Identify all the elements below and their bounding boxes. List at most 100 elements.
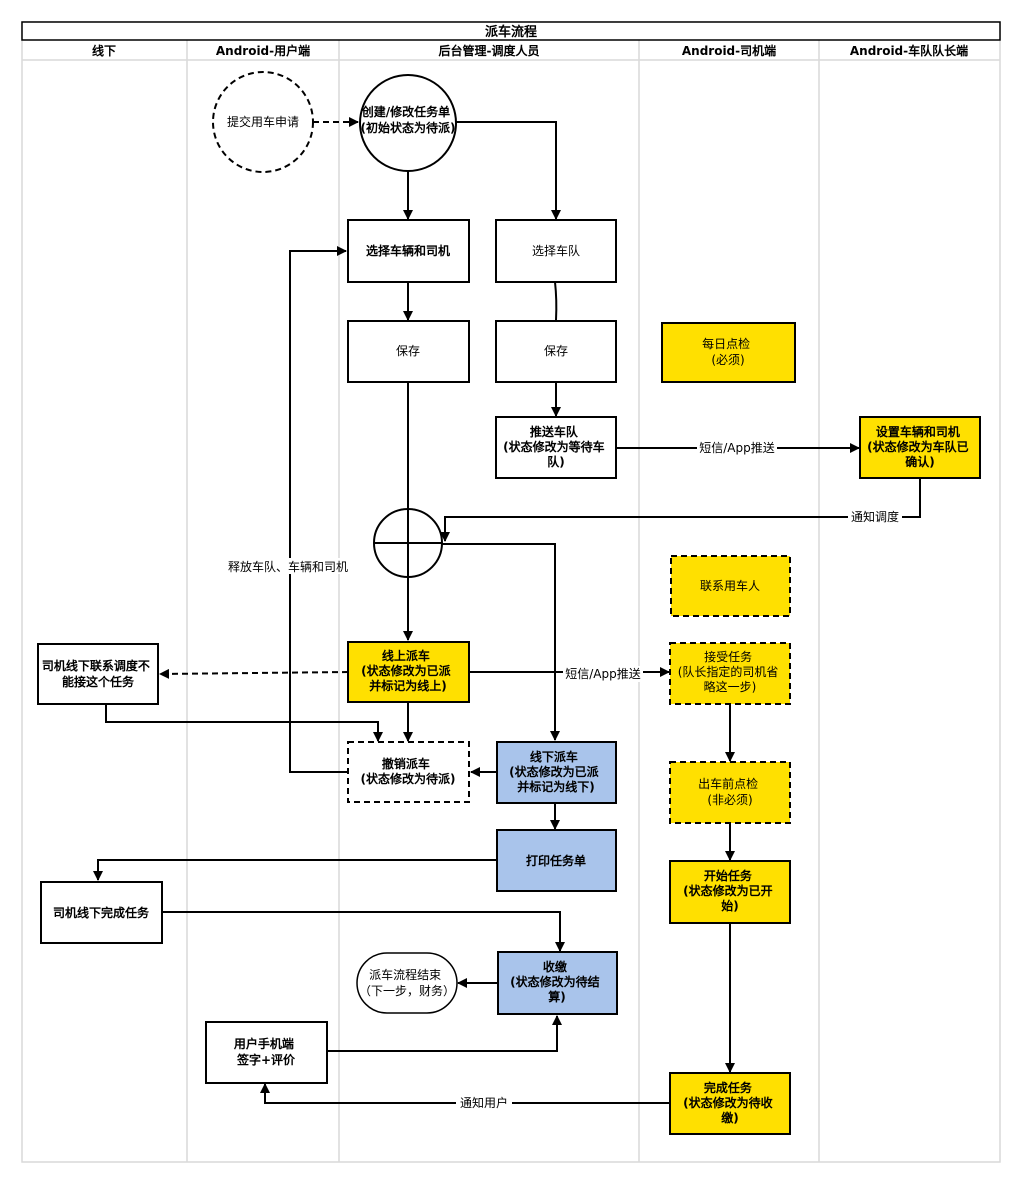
- node-pre-check-line1: 出车前点检: [698, 776, 758, 791]
- node-daily-check-line1: 每日点检: [702, 336, 750, 351]
- svg-text:选择车辆和司机: 选择车辆和司机: [366, 243, 450, 258]
- node-accept-task: 接受任务 (队长指定的司机省 略这一步): [669, 642, 791, 705]
- edge-label-sms-push-1: 短信/App推送: [699, 440, 775, 455]
- svg-text:打印任务单: 打印任务单: [526, 853, 586, 868]
- node-user-sign-line2: 签字+评价: [236, 1052, 296, 1067]
- svg-text:设置车辆和司机 (状态修改为车队已: 设置车辆和司机 (状态修改为车队已 确认): [867, 424, 973, 469]
- node-cancel-dispatch: 撤销派车 (状态修改为待派): [347, 741, 470, 803]
- node-set-vd-line3: 确认): [905, 454, 935, 469]
- svg-text:出车前点检 (非必须): 出车前点检 (非必须): [698, 776, 762, 807]
- node-start-task-line1: 开始任务: [704, 868, 753, 883]
- edge-label-sms-push-2: 短信/App推送: [565, 666, 641, 681]
- node-user-sign: 用户手机端 签字+评价: [205, 1021, 328, 1084]
- svg-text:保存: 保存: [544, 344, 568, 358]
- node-collect: 收缴 (状态修改为待结 算): [497, 951, 618, 1015]
- svg-text:联系用车人: 联系用车人: [700, 578, 760, 593]
- node-complete-task-line2: (状态修改为待收: [683, 1095, 773, 1110]
- edge-labels: 短信/App推送 通知调度 释放车队、车辆和司机 短信/App推送 通知用户: [226, 439, 902, 1110]
- node-online-dispatch: 线上派车 (状态修改为已派 并标记为线上): [347, 641, 470, 703]
- node-accept-task-line3: 略这一步): [704, 679, 757, 694]
- svg-text:推送车队 (状态修改为等待车 队): 推送车队 (状态修改为等待车 队): [503, 424, 609, 469]
- swimlane-frame: [21, 21, 1001, 1163]
- node-driver-done-line1: 司机线下完成任务: [53, 905, 150, 920]
- node-create-line1: 创建/修改任务单: [361, 104, 450, 119]
- node-contact-user-line1: 联系用车人: [700, 578, 760, 593]
- node-save-2: 保存: [495, 320, 617, 383]
- svg-text:完成任务 (状态修改为待收 缴): 完成任务 (状态修改为待收 缴): [683, 1080, 777, 1125]
- node-daily-check-line2: (必须): [711, 353, 744, 367]
- edge-online-to-driver-contact: [159, 668, 349, 679]
- node-cancel-dispatch-line2: (状态修改为待派): [361, 771, 456, 786]
- node-driver-contact-line2: 能接这个任务: [62, 674, 135, 689]
- svg-text:收缴 (状态修改为待结 算): 收缴 (状态修改为待结 算): [510, 959, 604, 1004]
- edge-release-resources: [289, 246, 348, 773]
- node-offline-dispatch-line1: 线下派车: [530, 749, 578, 764]
- node-offline-dispatch: 线下派车 (状态修改为已派 并标记为线下): [496, 741, 617, 804]
- node-flow-end-line2: （下一步，财务）: [359, 983, 455, 998]
- svg-text:司机线下联系调度不 能接这个任务: 司机线下联系调度不 能接这个任务: [42, 658, 154, 689]
- node-start-task-line3: 始): [721, 898, 739, 913]
- svg-text:接受任务 (队长指定的司机省 略这一: 接受任务 (队长指定的司机省 略这一步): [678, 649, 783, 694]
- node-complete-task: 完成任务 (状态修改为待收 缴): [669, 1072, 791, 1135]
- node-offline-dispatch-line3: 并标记为线下): [517, 779, 595, 794]
- node-print-task: 打印任务单: [496, 829, 617, 892]
- node-driver-offline-contact: 司机线下联系调度不 能接这个任务: [37, 643, 159, 705]
- node-save-1: 保存: [347, 320, 470, 383]
- svg-text:提交用车申请: 提交用车申请: [227, 114, 299, 129]
- node-cancel-dispatch-line1: 撤销派车: [382, 756, 430, 771]
- node-select-vd-line1: 选择车辆和司机: [366, 243, 450, 258]
- node-submit-line1: 提交用车申请: [227, 114, 299, 129]
- edge-complete-to-user-sign: [260, 1083, 669, 1104]
- node-push-team-line1: 推送车队: [530, 424, 579, 439]
- node-create-line2: (初始状态为待派): [361, 120, 456, 135]
- lane-title-android-user: Android-用户端: [216, 43, 310, 58]
- svg-text:用户手机端 签字+评价: 用户手机端 签字+评价: [233, 1036, 298, 1067]
- edge-select-team-to-save: [554, 281, 558, 321]
- node-start-task-line2: (状态修改为已开: [683, 883, 773, 898]
- node-driver-contact-line1: 司机线下联系调度不: [42, 658, 150, 673]
- node-push-team: 推送车队 (状态修改为等待车 队): [495, 416, 617, 479]
- edge-driver-done-to-collect: [162, 911, 565, 952]
- svg-text:创建/修改任务单 (初始状态为待派): 创建/修改任务单 (初始状态为待派): [361, 104, 456, 135]
- svg-text:撤销派车 (状态修改为待派): 撤销派车 (状态修改为待派): [361, 756, 456, 786]
- node-contact-user: 联系用车人: [670, 555, 791, 617]
- node-set-vehicle-driver: 设置车辆和司机 (状态修改为车队已 确认): [859, 416, 981, 479]
- svg-text:选择车队: 选择车队: [532, 243, 580, 258]
- lane-title-android-driver: Android-司机端: [682, 43, 776, 58]
- node-select-team: 选择车队: [495, 219, 617, 283]
- node-driver-offline-done: 司机线下完成任务: [40, 881, 163, 944]
- node-start-task: 开始任务 (状态修改为已开 始): [669, 860, 791, 924]
- lane-title-offline: 线下: [92, 43, 116, 58]
- node-online-dispatch-line1: 线上派车: [382, 648, 430, 663]
- node-accept-task-line2: (队长指定的司机省: [678, 664, 779, 679]
- node-pre-check: 出车前点检 (非必须): [669, 761, 791, 824]
- node-complete-task-line3: 缴): [721, 1110, 739, 1125]
- edge-label-release: 释放车队、车辆和司机: [228, 559, 348, 574]
- node-user-sign-line1: 用户手机端: [233, 1036, 294, 1051]
- node-flow-end-line1: 派车流程结束: [369, 967, 441, 982]
- node-push-team-line3: 队): [547, 454, 565, 469]
- node-submit: 提交用车申请: [212, 71, 314, 173]
- node-flow-end: 派车流程结束 （下一步，财务）: [356, 952, 458, 1014]
- node-collect-line3: 算): [548, 989, 566, 1004]
- edge-print-to-driver-done: [93, 859, 498, 881]
- lane-title-backend-dispatcher: 后台管理-调度人员: [439, 43, 540, 58]
- svg-text:线下派车 (状态修改为已派 并标记为: 线下派车 (状态修改为已派 并标记为线下): [509, 749, 603, 794]
- svg-text:线上派车 (状态修改为已派 并标记为: 线上派车 (状态修改为已派 并标记为线上): [361, 648, 455, 693]
- edges: [93, 117, 921, 1104]
- node-collect-line2: (状态修改为待结: [510, 974, 600, 989]
- node-push-team-line2: (状态修改为等待车: [503, 439, 605, 454]
- node-create: 创建/修改任务单 (初始状态为待派): [359, 74, 457, 172]
- node-complete-task-line1: 完成任务: [704, 1080, 753, 1095]
- node-merge-junction: [373, 508, 443, 578]
- node-collect-line1: 收缴: [543, 959, 568, 974]
- node-accept-task-line1: 接受任务: [704, 649, 752, 664]
- diagram-title: 派车流程: [485, 24, 537, 40]
- node-online-dispatch-line2: (状态修改为已派: [361, 663, 451, 678]
- edge-merge-to-offline-dispatch: [442, 543, 560, 741]
- node-set-vd-line2: (状态修改为车队已: [867, 439, 969, 454]
- svg-text:保存: 保存: [396, 344, 420, 358]
- node-print-task-line1: 打印任务单: [526, 853, 586, 868]
- edge-notify-dispatch: [440, 478, 921, 542]
